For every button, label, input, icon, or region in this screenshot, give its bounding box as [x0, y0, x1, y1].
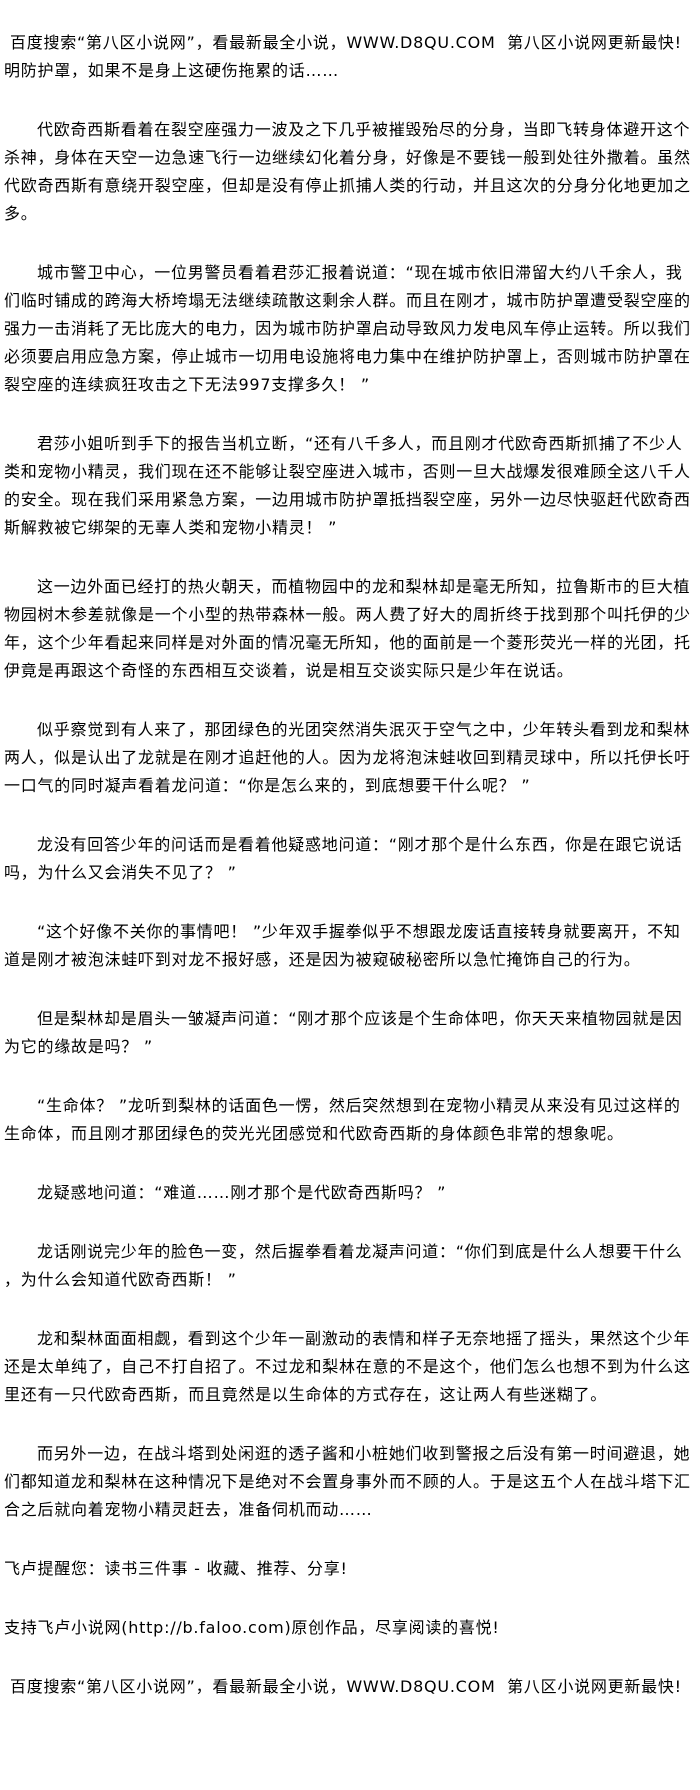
- paragraph-line: 强力一击消耗了无比庞大的电力，因为城市防护罩启动导致风力发电风车停止运转。所以我…: [4, 319, 691, 338]
- paragraph-line: 年，这个少年看起来同样是对外面的情况毫无所知，他的面前是一个菱形荧光一样的光团，…: [4, 633, 691, 652]
- paragraph-line: “生命体？ ”龙听到梨林的话面色一愣，然后突然想到在宠物小精灵从来没有见过这样的: [37, 1096, 681, 1115]
- paragraph-line: 城市警卫中心，一位男警员看着君莎汇报着说道：“现在城市依旧滞留大约八千余人，我: [37, 263, 683, 282]
- paragraph-line: 的安全。现在我们采用紧急方案，一边用城市防护罩抵挡裂空座，另外一边尽快驱赶代欧奇…: [4, 490, 691, 509]
- paragraph-line: 吗，为什么又会消失不见了？ ”: [4, 863, 237, 882]
- story-paragraph: “这个好像不关你的事情吧！ ”少年双手握拳似乎不想跟龙废话直接转身就要离开，不知…: [4, 918, 700, 974]
- continuation-text: 明防护罩，如果不是身上这硬伤拖累的话……: [4, 57, 700, 85]
- paragraph-line: 裂空座的连续疯狂攻击之下无法997支撑多久！ ”: [4, 375, 370, 394]
- paragraph-line: 多。: [4, 204, 38, 223]
- paragraph-line: 代欧奇西斯有意绕开裂空座，但却是没有停止抓捕人类的行动，并且这次的分身分化地更加…: [4, 176, 691, 195]
- paragraph-line: 而另外一边，在战斗塔到处闲逛的透子酱和小桩她们收到警报之后没有第一时间避退，她: [37, 1444, 691, 1463]
- paragraph-line: 似乎察觉到有人来了，那团绿色的光团突然消失泯灭于空气之中，少年转头看到龙和梨林: [37, 720, 691, 739]
- paragraph-line: 一口气的同时凝声看着龙问道：“你是怎么来的，到底想要干什么呢？ ”: [4, 776, 531, 795]
- story-paragraph: 龙没有回答少年的问话而是看着他疑惑地问道：“刚才那个是什么东西，你是在跟它说话吗…: [4, 831, 700, 887]
- paragraph-line: 这一边外面已经打的热火朝天，而植物园中的龙和梨林却是毫无所知，拉鲁斯市的巨大植: [37, 577, 691, 596]
- paragraph-line: 道是刚才被泡沫蛙吓到对龙不报好感，还是因为被窥破秘密所以急忙掩饰自己的行为。: [4, 950, 641, 969]
- story-paragraph: 君莎小姐听到手下的报告当机立断，“还有八千多人，而且刚才代欧奇西斯抓捕了不少人类…: [4, 430, 700, 542]
- story-body: 代欧奇西斯看着在裂空座强力一波及之下几乎被摧毁殆尽的分身，当即飞转身体避开这个杀…: [4, 116, 700, 1524]
- story-paragraph: 这一边外面已经打的热火朝天，而植物园中的龙和梨林却是毫无所知，拉鲁斯市的巨大植物…: [4, 573, 700, 685]
- paragraph-line: 为它的缘故是吗？ ”: [4, 1037, 153, 1056]
- paragraph-line: 但是梨林却是眉头一皱凝声问道：“刚才那个应该是个生命体吧，你天天来植物园就是因: [37, 1009, 683, 1028]
- paragraph-line: 龙和梨林面面相觑，看到这个少年一副激动的表情和样子无奈地摇了摇头，果然这个少年: [37, 1329, 691, 1348]
- paragraph-line: 还是太单纯了，自己不打自招了。不过龙和梨林在意的不是这个，他们怎么也想不到为什么…: [4, 1357, 691, 1376]
- paragraph-line: 物园树木参差就像是一个小型的热带森林一般。两人费了好大的周折终于找到那个叫托伊的…: [4, 605, 691, 624]
- paragraph-line: 杀神，身体在天空一边急速飞行一边继续幻化着分身，好像是不要钱一般到处往外撒着。虽…: [4, 148, 691, 167]
- paragraph-line: 必须要启用应急方案，停止城市一切用电设施将电力集中在维护防护罩上，否则城市防护罩…: [4, 347, 691, 366]
- chapter-page: 百度搜索“第八区小说网”，看最新最全小说，WWW.D8QU.COM 第八区小说网…: [4, 29, 700, 1701]
- paragraph-line: ，为什么会知道代欧奇西斯！ ”: [4, 1270, 237, 1289]
- header-ad-banner: 百度搜索“第八区小说网”，看最新最全小说，WWW.D8QU.COM 第八区小说网…: [10, 33, 682, 52]
- paragraph-line: 们临时铺成的跨海大桥垮塌无法继续疏散这剩余人群。而且在刚才，城市防护罩遭受裂空座…: [4, 291, 691, 310]
- story-paragraph: 而另外一边，在战斗塔到处闲逛的透子酱和小桩她们收到警报之后没有第一时间避退，她们…: [4, 1440, 700, 1524]
- paragraph-line: “这个好像不关你的事情吧！ ”少年双手握拳似乎不想跟龙废话直接转身就要离开，不知: [37, 922, 681, 941]
- story-paragraph: 似乎察觉到有人来了，那团绿色的光团突然消失泯灭于空气之中，少年转头看到龙和梨林两…: [4, 716, 700, 800]
- paragraph-line: 里还有一只代欧奇西斯，而且竟然是以生命体的方式存在，这让两人有些迷糊了。: [4, 1385, 608, 1404]
- faloo-reminder-text: 飞卢提醒您：读书三件事 - 收藏、推荐、分享!: [4, 1559, 348, 1578]
- paragraph-line: 合之后就向着宠物小精灵赶去，准备伺机而动……: [4, 1500, 373, 1519]
- story-paragraph: 但是梨林却是眉头一皱凝声问道：“刚才那个应该是个生命体吧，你天天来植物园就是因为…: [4, 1005, 700, 1061]
- paragraph-line: 生命体，而且刚才那团绿色的荧光光团感觉和代欧奇西斯的身体颜色非常的想象呢。: [4, 1124, 624, 1143]
- continuation-line: 明防护罩，如果不是身上这硬伤拖累的话……: [4, 61, 340, 80]
- story-paragraph: “生命体？ ”龙听到梨林的话面色一愣，然后突然想到在宠物小精灵从来没有见过这样的…: [4, 1092, 700, 1148]
- paragraph-line: 龙没有回答少年的问话而是看着他疑惑地问道：“刚才那个是什么东西，你是在跟它说话: [37, 835, 683, 854]
- paragraph-line: 类和宠物小精灵，我们现在还不能够让裂空座进入城市，否则一旦大战爆发很难顾全这八千…: [4, 462, 691, 481]
- paragraph-line: 龙疑惑地问道：“难道……刚才那个是代欧奇西斯吗？ ”: [37, 1183, 447, 1202]
- story-paragraph: 龙和梨林面面相觑，看到这个少年一副激动的表情和样子无奈地摇了摇头，果然这个少年还…: [4, 1325, 700, 1409]
- footer-ad-banner: 百度搜索“第八区小说网”，看最新最全小说，WWW.D8QU.COM 第八区小说网…: [10, 1677, 682, 1696]
- paragraph-line: 斯解救被它绑架的无辜人类和宠物小精灵！ ”: [4, 518, 338, 537]
- faloo-support: 支持飞卢小说网(http://b.faloo.com)原创作品，尽享阅读的喜悦!: [4, 1614, 700, 1642]
- paragraph-line: 们都知道龙和梨林在这种情况下是绝对不会置身事外而不顾的人。于是这五个人在战斗塔下…: [4, 1472, 691, 1491]
- story-paragraph: 城市警卫中心，一位男警员看着君莎汇报着说道：“现在城市依旧滞留大约八千余人，我们…: [4, 259, 700, 399]
- story-paragraph: 龙疑惑地问道：“难道……刚才那个是代欧奇西斯吗？ ”: [4, 1179, 700, 1207]
- paragraph-line: 两人，似是认出了龙就是在刚才追赶他的人。因为龙将泡沫蛙收回到精灵球中，所以托伊长…: [4, 748, 691, 767]
- faloo-reminder: 飞卢提醒您：读书三件事 - 收藏、推荐、分享!: [4, 1555, 700, 1583]
- faloo-support-text: 支持飞卢小说网(http://b.faloo.com)原创作品，尽享阅读的喜悦!: [4, 1618, 500, 1637]
- story-paragraph: 龙话刚说完少年的脸色一变，然后握拳看着龙凝声问道：“你们到底是什么人想要干什么 ，…: [4, 1238, 700, 1294]
- paragraph-line: 君莎小姐听到手下的报告当机立断，“还有八千多人，而且刚才代欧奇西斯抓捕了不少人: [37, 434, 683, 453]
- paragraph-line: 代欧奇西斯看着在裂空座强力一波及之下几乎被摧毁殆尽的分身，当即飞转身体避开这个: [37, 120, 691, 139]
- paragraph-line: 龙话刚说完少年的脸色一变，然后握拳看着龙凝声问道：“你们到底是什么人想要干什么: [37, 1242, 683, 1261]
- story-paragraph: 代欧奇西斯看着在裂空座强力一波及之下几乎被摧毁殆尽的分身，当即飞转身体避开这个杀…: [4, 116, 700, 228]
- paragraph-line: 伊竟是再跟这个奇怪的东西相互交谈着，说是相互交谈实际只是少年在说话。: [4, 661, 574, 680]
